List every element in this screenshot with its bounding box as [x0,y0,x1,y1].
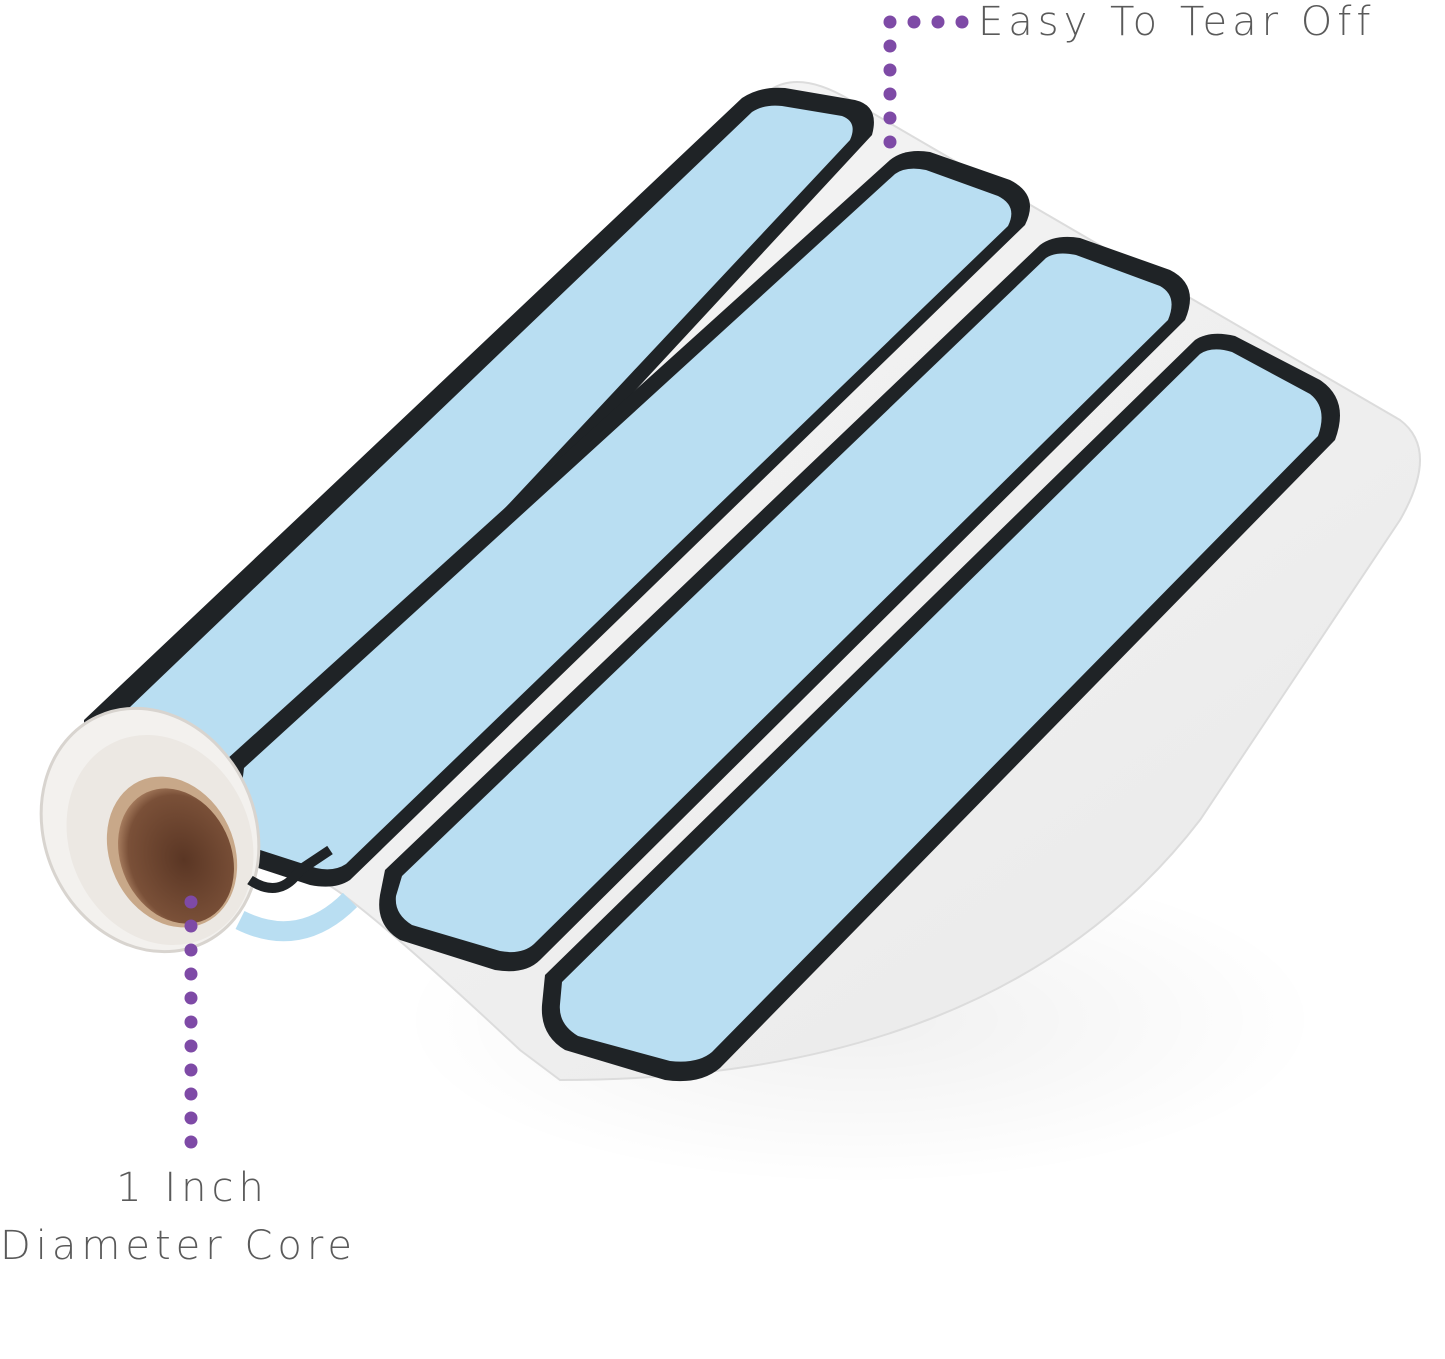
callout-dot-icon [184,1135,198,1149]
label-2 [217,151,1030,887]
callout-dot-icon [184,967,198,981]
label-3 [379,236,1191,972]
callout-dot-icon [931,15,945,29]
callout-dot-icon [883,135,897,149]
callout-dot-icon [883,87,897,101]
callout-dot-icon [883,39,897,53]
callout-dot-icon [883,15,897,29]
core-label-line-1: 1 Inch [116,1165,269,1211]
label-4 [541,333,1340,1082]
callout-dot-icon [184,919,198,933]
callout-dot-icon [184,1039,198,1053]
callout-dot-icon [184,895,198,909]
tear-off-label: Easy To Tear Off [978,0,1376,45]
callout-dot-icon [955,15,969,29]
callout-dot-icon [184,1087,198,1101]
callout-dot-icon [184,1015,198,1029]
callout-dot-icon [184,1063,198,1077]
label-1 [81,87,874,874]
callout-dot-icon [184,1111,198,1125]
core-label-line-2: Diameter Core [0,1223,358,1269]
callout-dot-icon [184,943,198,957]
callout-dot-icon [184,991,198,1005]
label-roll [39,706,358,954]
callout-dot-icon [907,15,921,29]
callout-dot-icon [883,111,897,125]
callout-dot-icon [883,63,897,77]
